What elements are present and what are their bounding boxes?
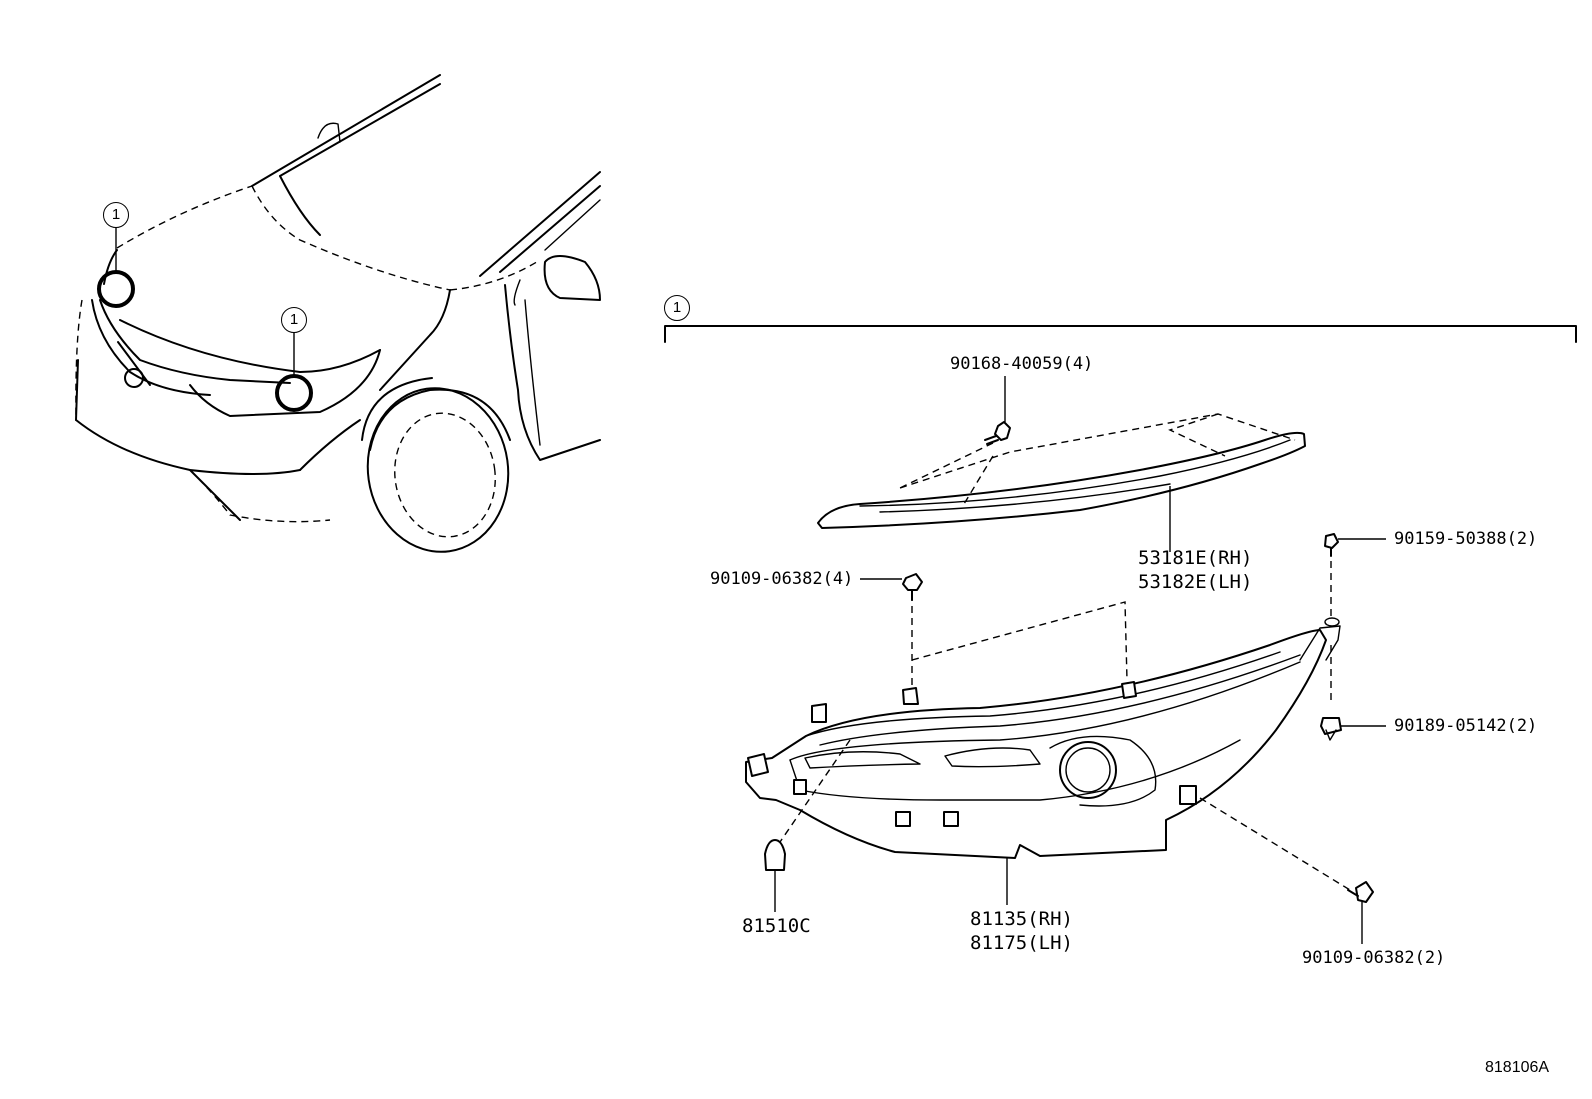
part-label-clip-right: 90189-05142(2) (1394, 716, 1538, 736)
part-label-screw-bottom: 90109-06382(2) (1302, 948, 1446, 968)
diagram-code: 818106A (1485, 1059, 1550, 1076)
part-label-headlamp-lh: 81175(LH) (970, 932, 1073, 954)
part-label-cover-lh: 53182E(LH) (1138, 571, 1253, 593)
headlamp-cover-illustration (817, 376, 1306, 552)
car-front-illustration (75, 74, 601, 553)
callout-marker-assembly: 1 (664, 295, 690, 321)
callout-marker-grille: 1 (281, 307, 307, 333)
part-label-screw-top: 90168-40059(4) (950, 354, 1094, 374)
part-label-headlamp-rh: 81135(RH) (970, 908, 1073, 930)
callout-marker-hood: 1 (103, 202, 129, 228)
part-label-screw-left: 90109-06382(4) (710, 569, 854, 589)
headlamp-assembly-illustration (745, 533, 1386, 944)
part-label-bulb: 81510C (742, 915, 811, 937)
part-label-screw-right-top: 90159-50388(2) (1394, 529, 1538, 549)
assembly-bracket (664, 325, 1577, 343)
part-label-cover-rh: 53181E(RH) (1138, 547, 1253, 569)
